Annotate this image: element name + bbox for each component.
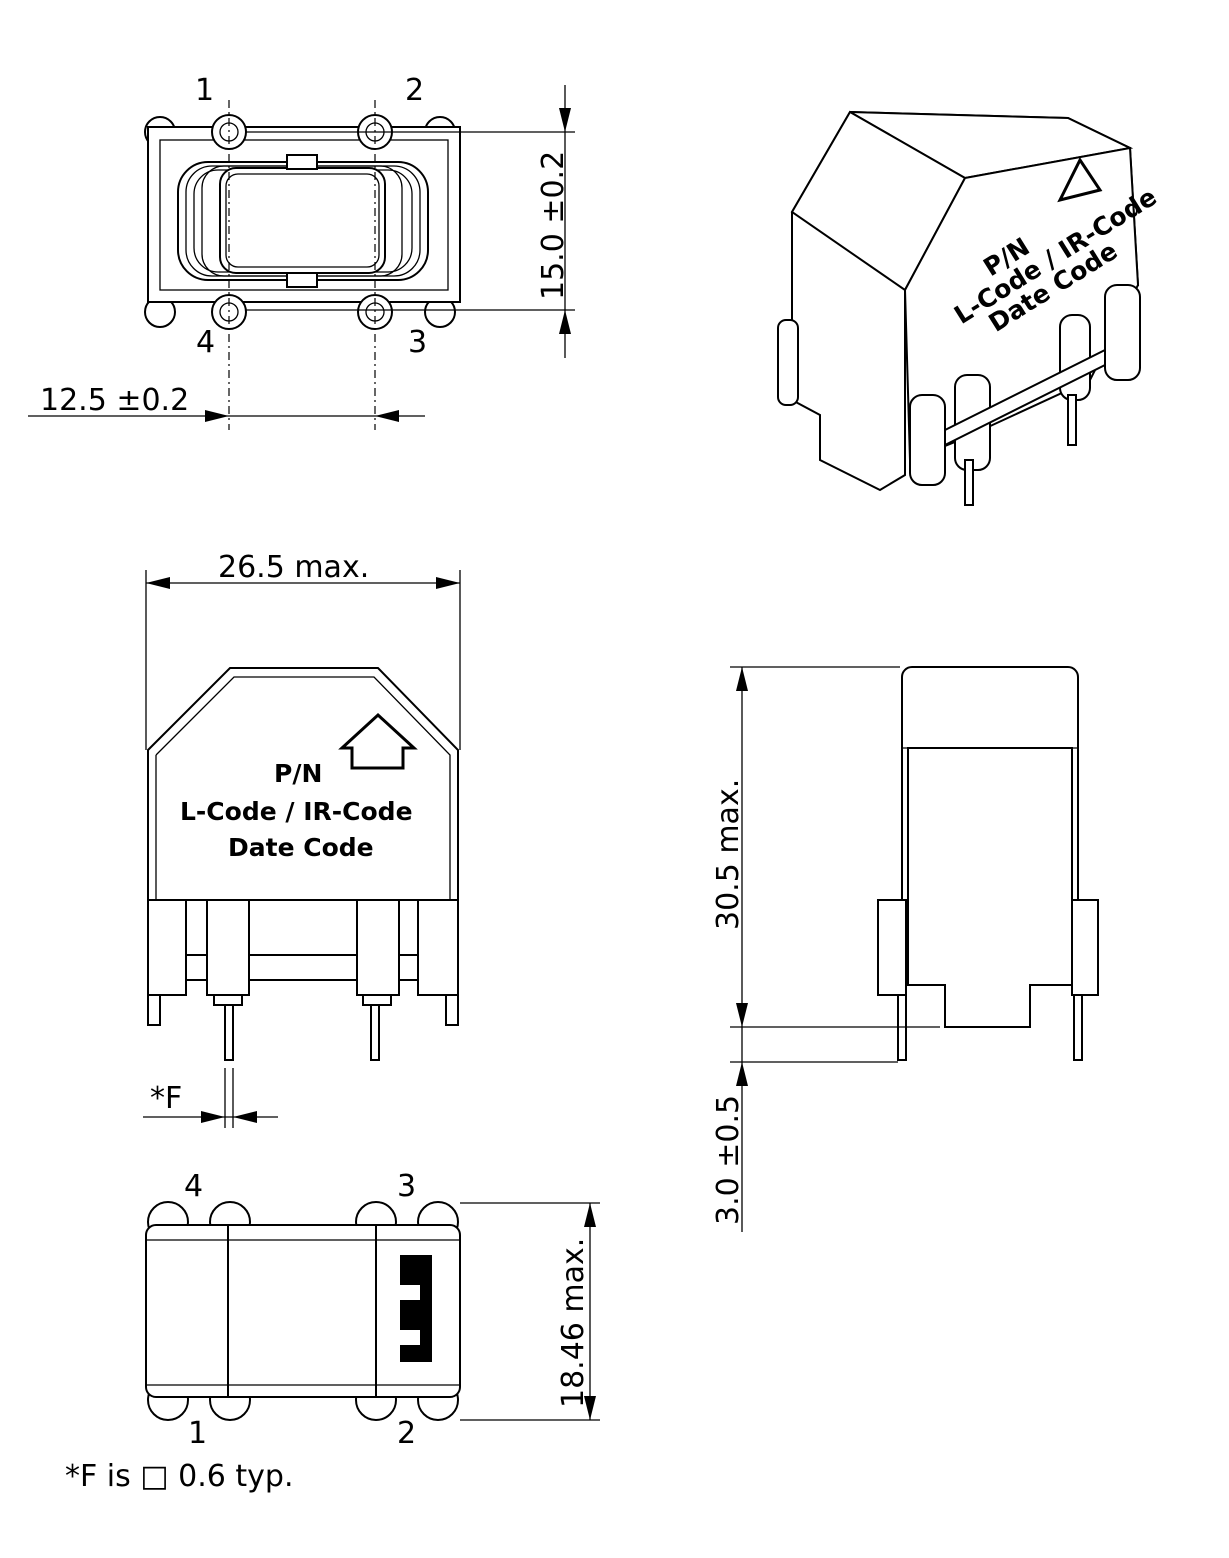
width-dimension-26-5: 26.5 max.: [218, 550, 369, 585]
marking-pn: P/N: [274, 759, 322, 788]
height-dimension-30-5: 30.5 max.: [711, 779, 746, 930]
bottom-pin-label-1: 1: [188, 1416, 207, 1451]
footnote: *F is □ 0.6 typ.: [65, 1459, 294, 1494]
pin-label-2: 2: [405, 73, 424, 108]
pin-dimension-f: *F: [150, 1081, 182, 1116]
bottom-pin-label-4: 4: [184, 1169, 203, 1204]
vde-logo-icon: [1057, 157, 1103, 203]
bottom-pin-label-3: 3: [397, 1169, 416, 1204]
marking-datecode: Date Code: [228, 833, 374, 862]
pitch-dimension-12-5: 12.5 ±0.2: [40, 383, 189, 418]
pin-label-4: 4: [196, 325, 215, 360]
top-view: 1 2 3 4 15.0 ±0.2 12.5 ±0.2: [28, 73, 575, 430]
front-view: 26.5 max. P/N L-Code / IR-Code Date Code…: [143, 550, 461, 1128]
marking-lcode: L-Code / IR-Code: [180, 797, 413, 826]
pin-label-3: 3: [408, 325, 427, 360]
bottom-view: 18.46 max. 4 3 1 2: [145, 1169, 600, 1451]
pin-length-dimension-3-0: 3.0 ±0.5: [711, 1095, 746, 1225]
bottom-pin-label-2: 2: [397, 1416, 416, 1451]
height-dimension-15: 15.0 ±0.2: [536, 151, 571, 300]
we-logo-icon: [400, 1255, 432, 1362]
side-view: 30.5 max. 3.0 ±0.5: [711, 666, 1099, 1232]
iso-view: P/N L-Code / IR-Code Date Code: [777, 110, 1162, 506]
vde-logo-icon: [338, 712, 418, 770]
depth-dimension-18-46: 18.46 max.: [556, 1238, 591, 1408]
pin-label-1: 1: [195, 73, 214, 108]
